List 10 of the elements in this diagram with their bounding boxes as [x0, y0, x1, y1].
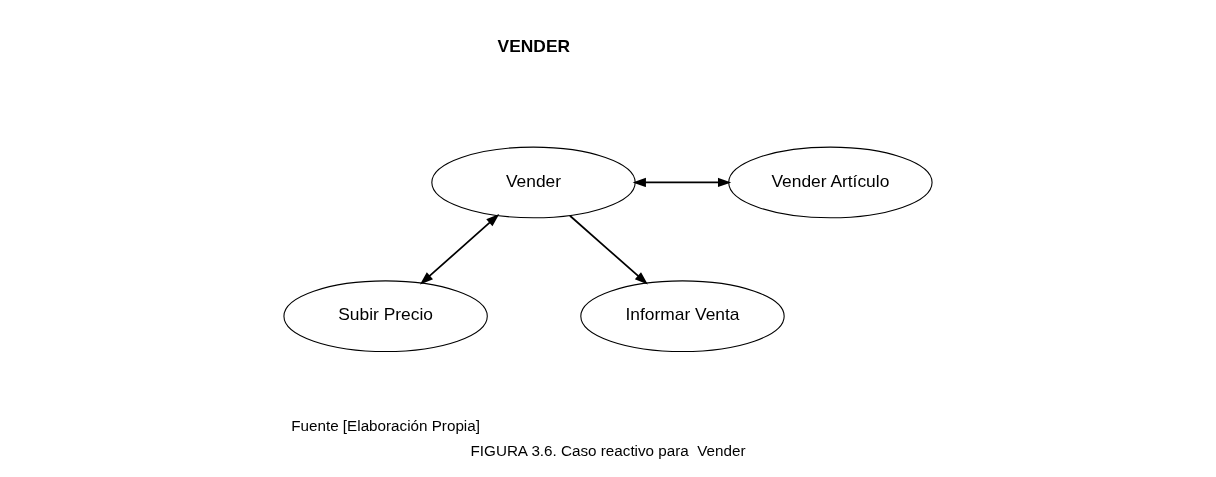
caption: FIGURA 3.6. Caso reactivo para Vender: [470, 441, 746, 459]
diagram-title: VENDER: [497, 35, 571, 56]
node-ellipse: Vender Artículo: [728, 146, 933, 218]
arrow: [569, 214, 648, 285]
arrow: [419, 213, 500, 285]
arrow: [632, 177, 732, 187]
node-ellipse: Informar Venta: [580, 279, 785, 352]
node-ellipse: Vender: [431, 146, 636, 218]
node-ellipse: Subir Precio: [283, 279, 488, 352]
label: Fuente [Elaboración Propia]: [291, 416, 480, 434]
